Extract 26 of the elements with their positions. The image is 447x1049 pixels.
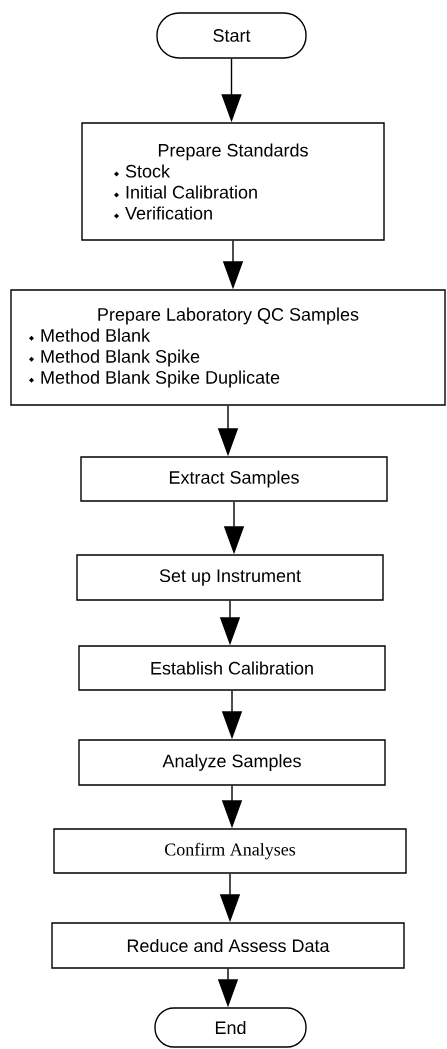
- list-item: Stock: [125, 164, 171, 178]
- process-box: [81, 122, 385, 241]
- list-item: Method Blank Spike: [41, 349, 200, 367]
- process-box: [78, 739, 386, 786]
- process-box: [10, 289, 446, 406]
- process-box: [80, 456, 388, 502]
- terminal-shape: [154, 1007, 307, 1048]
- box-label: Set up Instrument: [159, 569, 301, 586]
- process-box: [51, 922, 405, 969]
- process-box: [76, 554, 384, 601]
- box-label: Reduce and Assess Data: [127, 938, 330, 953]
- list-item: Method Blank Spike Duplicate: [41, 370, 280, 388]
- box-heading: Prepare Laboratory QC Samples: [98, 307, 359, 325]
- terminal-shape: [156, 12, 307, 59]
- box-label: Analyze Samples: [162, 754, 301, 771]
- box-label: End: [215, 1020, 246, 1035]
- list-item: Initial Calibration: [126, 185, 257, 199]
- process-box: [78, 645, 386, 691]
- box-label: Extract Samples: [169, 470, 299, 488]
- box-label: Establish Calibration: [151, 661, 313, 675]
- list-item: Verification: [125, 206, 212, 220]
- process-box: [53, 828, 407, 874]
- box-heading: Prepare Standards: [158, 143, 308, 161]
- box-label: Confirm Analyses: [165, 842, 296, 860]
- box-label: Start: [213, 29, 251, 42]
- list-item: Method Blank: [41, 328, 151, 342]
